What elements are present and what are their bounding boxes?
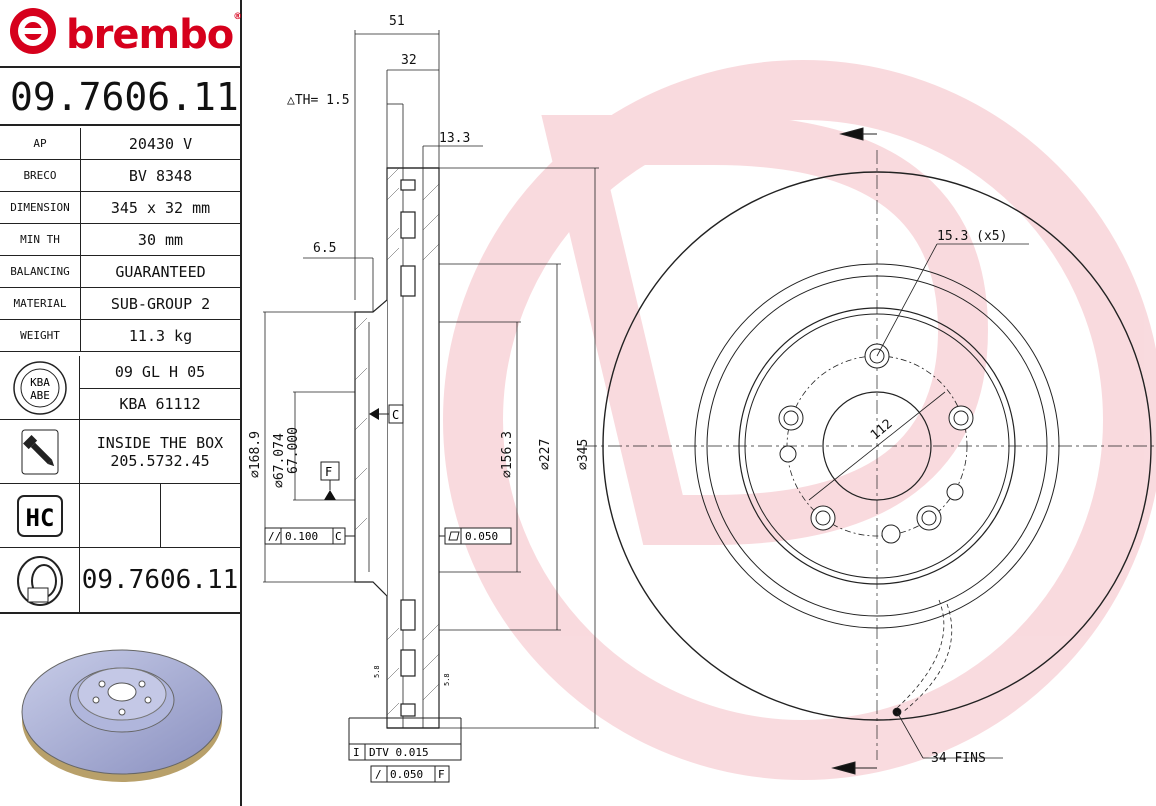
svg-text:KBA: KBA <box>30 376 50 389</box>
svg-text:F: F <box>325 465 332 479</box>
spec-value: 20430 V <box>80 128 240 160</box>
svg-text:0.050: 0.050 <box>465 530 498 543</box>
svg-text:C: C <box>392 408 399 422</box>
screws-row: INSIDE THE BOX 205.5732.45 <box>0 420 240 484</box>
dimension-labels: 51 32 △TH= 1.5 13.3 6.5 ∅168.9 ∅67.074 6… <box>248 14 591 488</box>
holes-label: 15.3 (x5) <box>937 229 1007 244</box>
hc-icon: HC <box>0 484 80 547</box>
pilot-hole <box>881 524 901 544</box>
spec-key: BALANCING <box>0 255 81 288</box>
spec-value: SUB-GROUP 2 <box>80 287 240 320</box>
svg-text:HC: HC <box>26 504 55 532</box>
kba-line2: KBA 61112 <box>119 394 201 413</box>
spec-value: BV 8348 <box>80 159 240 192</box>
spec-key: AP <box>0 128 81 160</box>
front-leaders <box>808 243 1029 759</box>
pilot-hole <box>946 483 964 501</box>
footer-part-number: 09.7606.11 <box>81 565 239 595</box>
dim-d227: ∅227 <box>538 439 553 470</box>
svg-text:I: I <box>353 746 360 759</box>
spec-key: MIN TH <box>0 223 81 256</box>
svg-text:5.8: 5.8 <box>373 665 381 678</box>
svg-text:/: / <box>375 768 382 781</box>
screws-line1: INSIDE THE BOX <box>96 433 224 452</box>
cross-section <box>354 167 440 729</box>
spec-value: 11.3 kg <box>80 319 240 352</box>
dim-offset-6: 6.5 <box>313 241 336 256</box>
disc-photo <box>10 620 235 795</box>
technical-drawing: 51 32 △TH= 1.5 13.3 6.5 ∅168.9 ∅67.074 6… <box>248 14 1156 783</box>
bolt-holes <box>778 343 974 544</box>
spec-key: WEIGHT <box>0 319 81 352</box>
datum-c: C <box>369 404 404 424</box>
svg-text:0.050: 0.050 <box>390 768 423 781</box>
svg-text:F: F <box>438 768 445 781</box>
dim-d156: ∅156.3 <box>500 431 515 478</box>
kba-row: KBA ABE 09 GL H 05 KBA 61112 <box>0 356 240 420</box>
spec-value: GUARANTEED <box>80 255 240 288</box>
tolerance-flatness: 0.050 <box>439 527 512 545</box>
tolerance-dtv: I DTV 0.015 <box>348 717 462 761</box>
kba-badge-icon: KBA ABE <box>0 356 80 419</box>
tolerance-runout: / 0.050 F <box>370 765 450 783</box>
svg-text:5.8: 5.8 <box>443 673 451 686</box>
pilot-hole <box>779 445 797 463</box>
dim-thickness: 32 <box>401 53 417 68</box>
svg-text:ABE: ABE <box>30 389 50 402</box>
dim-d168: ∅168.9 <box>248 431 263 478</box>
dim-d67a: ∅67.074 <box>272 433 287 488</box>
dim-offset-13: 13.3 <box>439 131 470 146</box>
dim-width-total: 51 <box>389 14 405 29</box>
front-labels: 15.3 (x5) 112 34 FINS <box>868 229 1008 766</box>
section-hatching <box>354 167 440 716</box>
spec-key: BRECO <box>0 159 81 192</box>
spec-value: 345 x 32 mm <box>80 191 240 224</box>
spec-value: 30 mm <box>80 223 240 256</box>
dim-d67b: 67.000 <box>286 427 301 474</box>
kba-line1: 09 GL H 05 <box>80 356 240 389</box>
svg-text:C: C <box>335 530 342 543</box>
brembo-logo: brembo® <box>8 6 242 60</box>
svg-text://: // <box>268 530 281 543</box>
screw-icon <box>0 420 80 483</box>
brembo-logo-icon <box>10 8 56 54</box>
part-number: 09.7606.11 <box>0 66 240 126</box>
svg-text:0.100: 0.100 <box>285 530 318 543</box>
brand-name: brembo <box>66 12 234 58</box>
hc-row: HC <box>0 484 240 548</box>
small-tick-labels: 5.8 5.8 <box>373 665 451 686</box>
fins-label: 34 FINS <box>931 751 986 766</box>
disc-profile-icon <box>0 548 80 612</box>
pcd-label: 112 <box>868 416 896 443</box>
tolerance-parallel: // 0.100 C <box>264 527 355 545</box>
hc-divider <box>160 484 161 547</box>
dimension-lines <box>263 30 599 729</box>
dim-delta-th: △TH= 1.5 <box>287 93 350 108</box>
datum-f: F <box>320 461 340 500</box>
spec-key: DIMENSION <box>0 191 81 224</box>
front-view <box>583 127 1156 775</box>
dim-d345: ∅345 <box>576 439 591 470</box>
svg-text:DTV 0.015: DTV 0.015 <box>369 746 429 759</box>
spec-key: MATERIAL <box>0 287 81 320</box>
screws-line2: 205.5732.45 <box>110 451 210 470</box>
footer-row: 09.7606.11 <box>0 548 240 614</box>
